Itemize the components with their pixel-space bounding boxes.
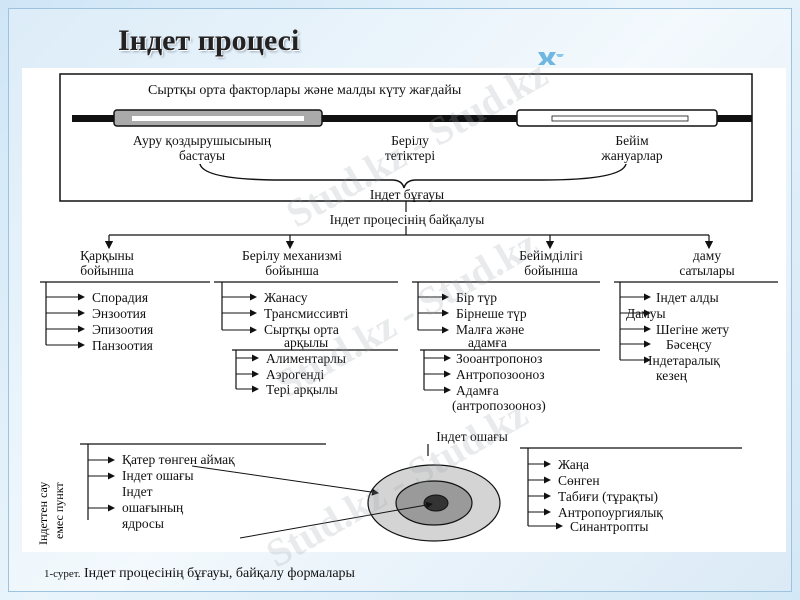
zone-label: ошағының — [122, 500, 184, 515]
transmit-label-1: Берілу — [391, 133, 429, 148]
category-susceptibility-2: бойынша — [524, 263, 578, 278]
list-item: Антропозооноз — [456, 367, 545, 382]
list-item: Дамуы — [626, 306, 666, 321]
env-factors-label: Сыртқы орта факторлары және малды күту ж… — [148, 83, 462, 98]
list-item: Спорадия — [92, 290, 149, 305]
focus-type: Синантропты — [570, 519, 649, 534]
list-item: Бір түр — [456, 290, 498, 305]
category-stages-1: даму — [692, 248, 722, 263]
manifestation-label: Індет процесінің байқалуы — [329, 212, 485, 227]
zone-label: Індет — [122, 484, 153, 499]
vertical-label-1: Індеттен сау — [36, 481, 50, 545]
focus-type: Жаңа — [558, 457, 589, 472]
list-item: Малға және — [456, 322, 525, 337]
focus-type: Сөнген — [558, 473, 600, 488]
susceptible-label-2: жануарлар — [601, 148, 663, 163]
list-item: Панзоотия — [92, 338, 153, 353]
list-item: Сыртқы орта — [264, 322, 339, 337]
list-item: Адамға — [456, 383, 499, 398]
caption-text: Індет процесінің бұғауы, байқалу формала… — [84, 566, 355, 581]
focus-type: Табиғи (тұрақты) — [558, 489, 659, 504]
category-susceptibility-1: Бейімділігі — [519, 248, 583, 263]
list-item: Жанасу — [264, 290, 308, 305]
list-item: арқылы — [284, 335, 329, 350]
zone-label: Індет ошағы — [122, 468, 194, 483]
caption-figure-number: 1-сурет. — [44, 568, 81, 580]
list-item: Энзоотия — [92, 306, 147, 321]
focus-core — [423, 494, 449, 512]
chain-label: Індет бұғауы — [369, 187, 445, 202]
category-stages-2: сатылары — [679, 263, 735, 278]
focus-label: Індет ошағы — [436, 429, 508, 444]
list-item: адамға — [468, 335, 507, 350]
figure-caption: 1-сурет. Індет процесінің бұғауы, байқал… — [44, 566, 355, 582]
focus-type: Антропоургиялық — [558, 505, 663, 520]
transmit-label-2: тетіктері — [384, 148, 436, 163]
zone-label: ядросы — [122, 516, 164, 531]
diagram-lines — [40, 73, 778, 542]
list-item: Бірнеше түр — [456, 306, 527, 321]
diagram-figure: Сыртқы орта факторлары және малды күту ж… — [22, 68, 786, 552]
chain-brace — [199, 163, 627, 189]
list-item: кезең — [656, 368, 687, 383]
list-item: Алиментарлы — [266, 351, 346, 366]
unhealthy-point-label: Індеттен сау емес пункт — [36, 453, 86, 548]
list-item: Бәсеңсу — [666, 337, 712, 352]
list-item: (антропозооноз) — [452, 398, 546, 413]
list-item: Зооантропоноз — [456, 351, 543, 366]
list-item: Шегіне жету — [656, 322, 730, 337]
list-item: Эпизоотия — [92, 322, 154, 337]
list-item: Трансмиссивті — [264, 306, 349, 321]
source-label-2: бастауы — [178, 148, 226, 163]
category-intensity-2: бойынша — [80, 263, 134, 278]
zone-label: Қатер төнген аймақ — [122, 452, 235, 467]
susceptible-label-1: Бейім — [615, 133, 649, 148]
category-mechanism-1: Берілу механизмі — [242, 248, 342, 263]
slide-title: Індет процесі — [118, 24, 300, 57]
list-item: Індетаралық — [648, 353, 720, 368]
category-mechanism-2: бойынша — [265, 263, 319, 278]
category-intensity-1: Қарқыны — [80, 248, 134, 263]
vertical-label-2: емес пункт — [52, 482, 66, 539]
logo-icon — [538, 52, 564, 65]
source-label-1: Ауру қоздырушысының — [132, 133, 272, 148]
chain-bar — [72, 115, 752, 122]
list-item: Тері арқылы — [266, 382, 338, 397]
list-item: Індет алды — [656, 290, 719, 305]
list-item: Аэрогенді — [266, 367, 325, 382]
